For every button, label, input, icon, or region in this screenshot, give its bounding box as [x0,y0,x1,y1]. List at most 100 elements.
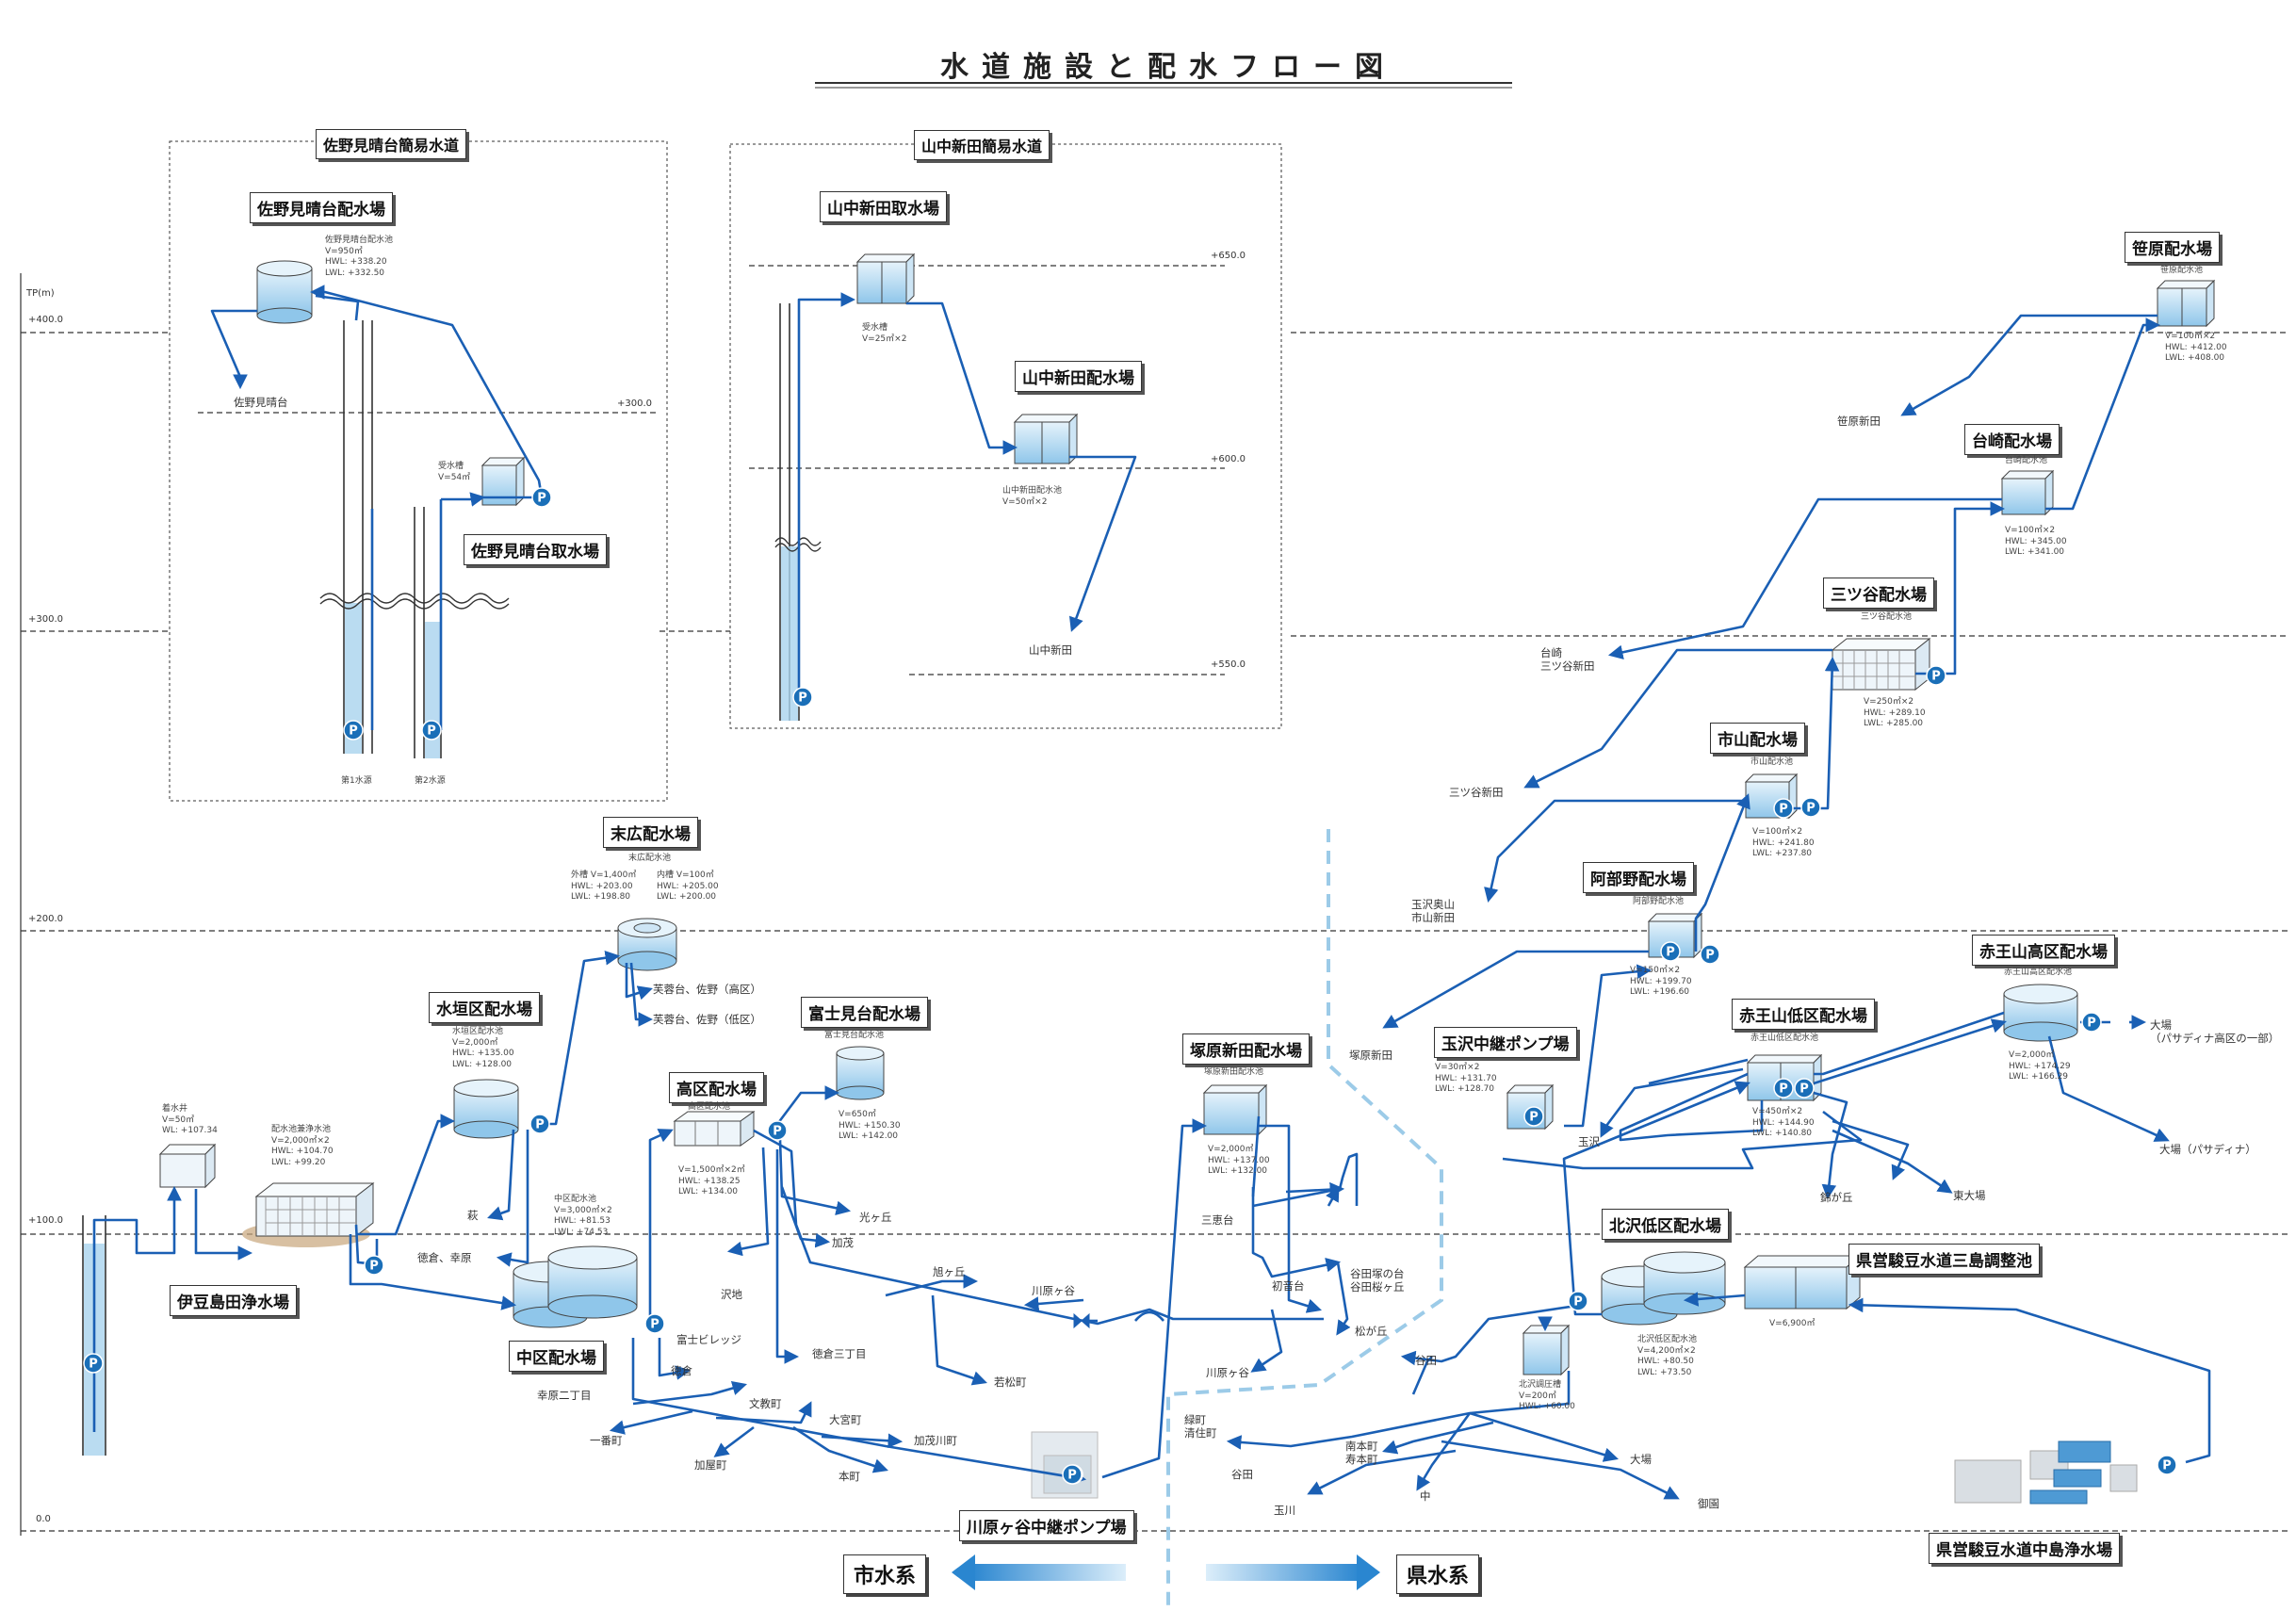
pump-icon-glyph: P [535,1118,545,1132]
mitsuya-label: 三ツ谷配水場 [1823,578,1934,609]
pump-icon [531,487,552,508]
axis-tick-200: +200.0 [28,914,64,924]
mishima-adj-spec: V=6,900㎥ [1769,1319,1816,1328]
suiko-label: 水垣区配水場 [429,992,540,1023]
sano-system-label: 佐野見晴台簡易水道 [316,129,467,159]
pump-icon-glyph: P [1806,802,1816,816]
pump-icon [421,720,442,740]
title-underline [815,82,1512,89]
sano-reservoir [256,260,313,324]
area-tokura: 徳倉、幸原 [417,1251,472,1264]
pump-icon-glyph: P [2087,1017,2096,1031]
pump-icon-glyph: P [1779,1082,1788,1097]
akaou-low-label: 赤王山低区配水場 [1732,999,1875,1030]
pump-icon [1523,1106,1544,1127]
kouku-spec-title: 高区配水池 [688,1102,731,1112]
yamanaka-intake-label: 山中新田取水場 [820,191,947,222]
area-kohara2: 幸原二丁目 [537,1389,592,1402]
elevation-guides [21,265,2289,1532]
area-yata2: 谷田 [1231,1468,1253,1481]
pump-icon-glyph: P [1529,1111,1539,1125]
pump-icon [2081,1012,2102,1033]
pump-icon [1062,1464,1083,1485]
yamanaka-dist-label: 山中新田配水場 [1015,361,1142,392]
suehiro-spec-title: 末広配水池 [628,854,672,863]
fujimi-spec-title: 富士見台配水池 [824,1031,885,1040]
area-yamanaka: 山中新田 [1029,643,1072,657]
sano-dist-label: 佐野見晴台配水場 [250,192,393,223]
pump-icon [529,1114,550,1134]
mitsuya-spec-title: 三ツ谷配水池 [1861,612,1913,622]
pump-icon-glyph: P [773,1125,782,1139]
pump-icon [1773,1078,1794,1098]
area-daigasaki: 台崎 三ツ谷新田 [1540,646,1595,674]
pump-icon-glyph: P [798,692,807,706]
pump-icon [2157,1455,2177,1475]
izu-clearwell [242,1181,375,1247]
pump-icon-glyph: P [369,1260,379,1274]
sano-intake-label: 佐野見晴台取水場 [464,534,607,565]
pump-icon [1794,1078,1815,1098]
tsukahara-label: 塚原新田配水場 [1182,1033,1310,1065]
pump-icon [1773,798,1794,819]
elev-mark-600: +600.0 [1211,454,1246,464]
sasahara-reservoir [2156,279,2216,328]
kawaragaya-pump-label: 川原ヶ谷中継ポンプ場 [959,1510,1134,1541]
area-hagi: 萩 [467,1209,479,1222]
sasahara-label: 笹原配水場 [2125,232,2220,263]
izu-receiving-well [158,1143,217,1189]
area-sawaji: 沢地 [721,1288,742,1301]
well-2-label: 第2水源 [415,776,446,786]
nakaku-label: 中区配水場 [509,1341,604,1372]
area-minami-honcho: 南本町 寿本町 [1345,1440,1378,1467]
kouku-label: 高区配水場 [669,1072,764,1103]
area-tamagawa: 玉川 [1274,1504,1295,1517]
area-oba: 大場 [1630,1453,1652,1466]
kitazawa-reservoir [1601,1251,1726,1326]
area-fujimi-village: 富士ビレッジ [676,1333,741,1346]
axis-tick-400: +400.0 [28,315,64,325]
elev-mark-300: +300.0 [617,399,653,409]
abeno-spec-title: 阿部野配水池 [1633,897,1685,906]
pump-icon-glyph: P [349,724,358,739]
well-1-label: 第1水源 [341,776,372,786]
area-yadazuka: 谷田塚の台 谷田桜ヶ丘 [1350,1267,1405,1294]
nakajima-plant-buildings [1954,1440,2138,1505]
sano-system-box [169,140,668,802]
city-system-label: 市水系 [843,1554,927,1594]
suehiro-reservoir [617,918,677,971]
area-suehiro-high: 芙蓉台、佐野（高区） [653,983,761,996]
abeno-label: 阿部野配水場 [1583,862,1694,893]
kawaragaya-pump-building [1031,1431,1099,1499]
area-nishikigaoka: 錦が丘 [1820,1191,1853,1204]
elev-mark-650: +650.0 [1211,251,1246,261]
pump-icon-glyph: P [537,492,546,506]
area-omiya: 大宮町 [829,1413,862,1426]
area-naka: 中 [1420,1489,1431,1503]
city-system-arrow [952,1554,1126,1590]
area-kamogawa: 加茂川町 [914,1434,957,1447]
izu-label: 伊豆島田浄水場 [170,1285,297,1316]
kouku-reservoir [673,1111,756,1147]
pump-icon [1926,665,1946,686]
pipelines [92,285,2211,1500]
valve-symbol [1073,1312,1090,1329]
area-oba-part: 大場 （パサディナ高区の一部） [2150,1018,2280,1046]
akaou-high-reservoir [2003,984,2078,1042]
area-mieidai: 三恵台 [1201,1213,1234,1227]
fujimi-label: 富士見台配水場 [801,997,928,1028]
kitazawa-regulating-tank [1522,1324,1571,1376]
